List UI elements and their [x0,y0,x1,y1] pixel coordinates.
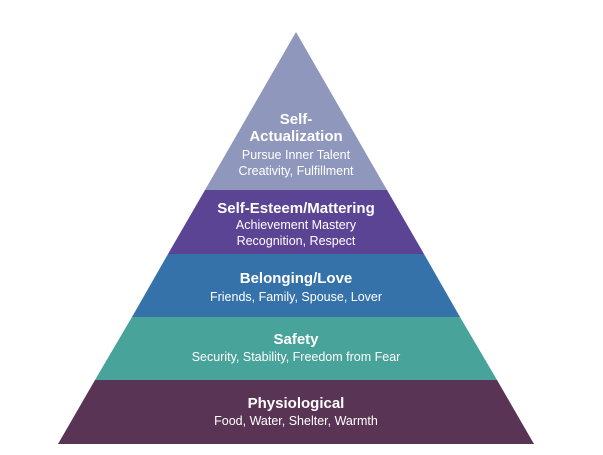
tier-self-actualization-shape [205,32,387,190]
tier-physiological-desc: Food, Water, Shelter, Warmth [214,414,378,428]
tier-physiological-shape [58,380,534,444]
tier-physiological-title: Physiological [248,395,345,412]
tier-safety-desc: Security, Stability, Freedom from Fear [192,350,401,364]
tier-self-actualization-desc-line-1: Pursue Inner Talent [242,148,351,162]
tier-self-esteem: Self-Esteem/Mattering Achievement Master… [168,190,424,254]
tier-belonging-love: Belonging/Love Friends, Family, Spouse, … [132,254,460,317]
tier-belonging-love-desc: Friends, Family, Spouse, Lover [210,290,382,304]
tier-self-esteem-title: Self-Esteem/Mattering [217,200,375,217]
tier-belonging-love-title: Belonging/Love [240,270,353,287]
tier-self-actualization-title-line-1: Self- [280,111,313,128]
tier-self-actualization-title-line-2: Actualization [249,128,342,145]
tier-safety: Safety Security, Stability, Freedom from… [95,317,497,380]
tier-self-actualization: Self- Actualization Pursue Inner Talent … [205,32,387,190]
tier-self-actualization-desc-line-2: Creativity, Fulfillment [238,164,354,178]
tier-safety-shape [95,317,497,380]
tier-safety-title: Safety [273,331,319,348]
tier-self-esteem-shape [168,190,424,254]
tier-self-esteem-desc-line-1: Achievement Mastery [236,218,357,232]
tier-belonging-love-shape [132,254,460,317]
tier-physiological: Physiological Food, Water, Shelter, Warm… [58,380,534,444]
tier-self-esteem-desc-line-2: Recognition, Respect [237,234,356,248]
